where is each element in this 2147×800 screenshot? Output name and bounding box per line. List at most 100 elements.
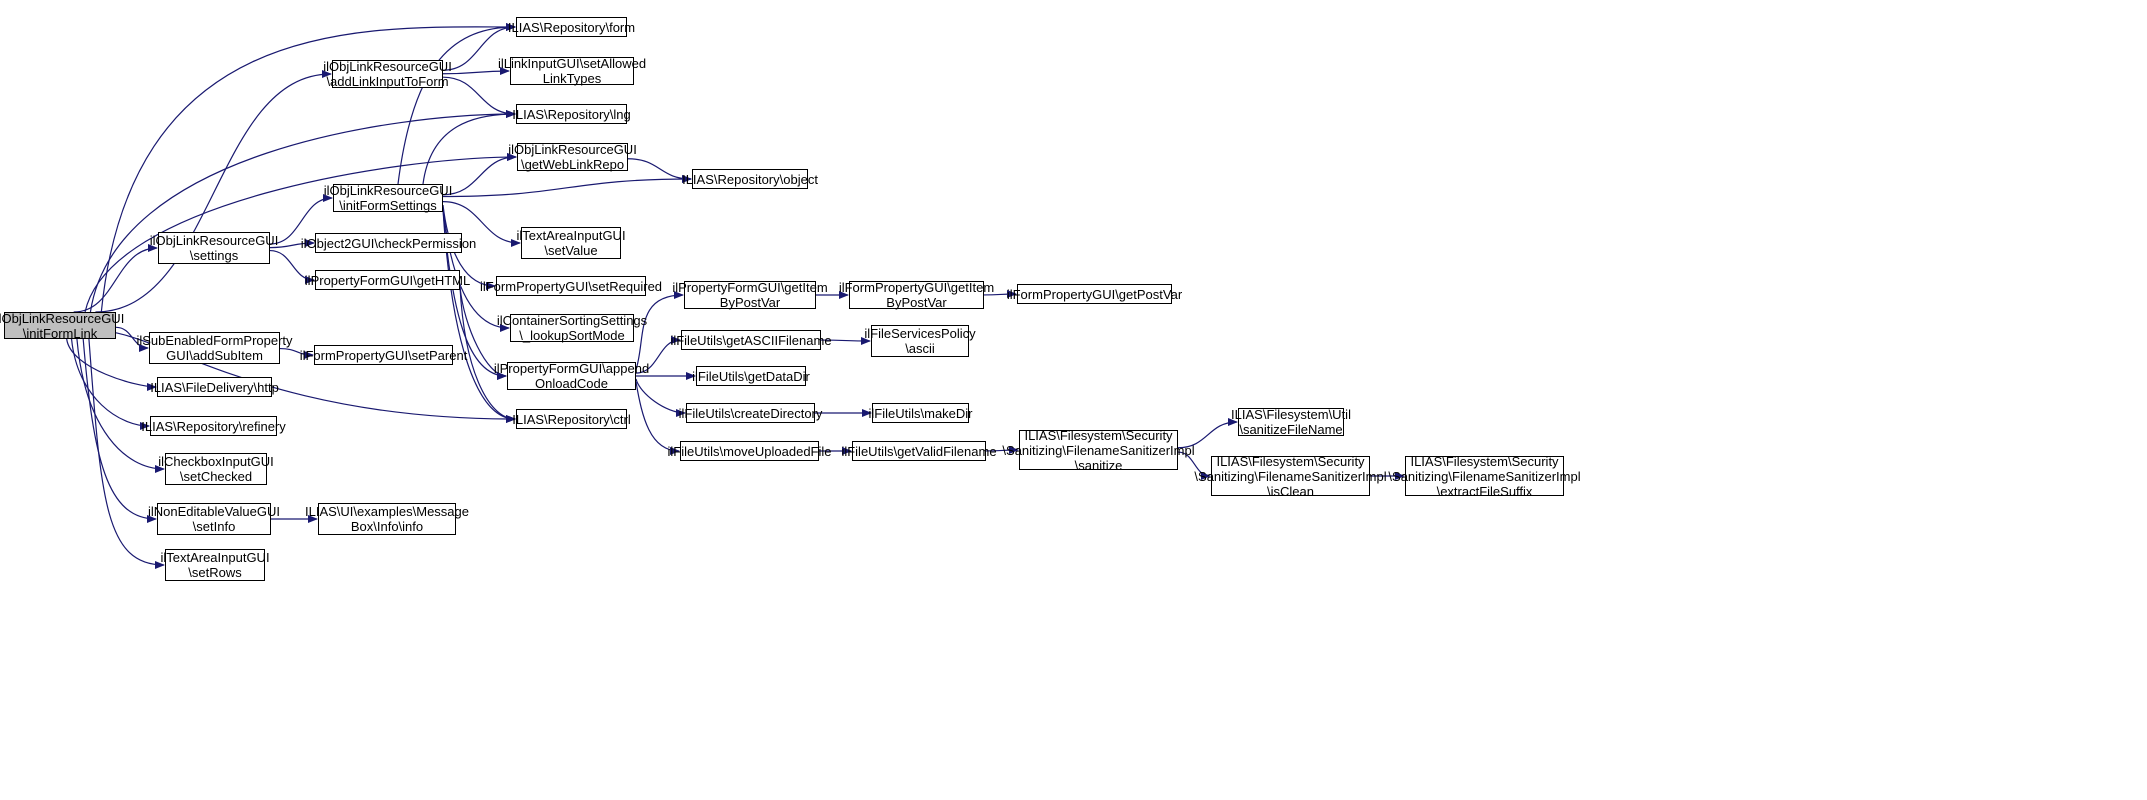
node-label: ilObjLinkResourceGUI\initFormSettings [324, 183, 453, 213]
node-setrequired[interactable]: ilFormPropertyGUI\setRequired [480, 276, 662, 296]
node-label-line: \sanitize [1074, 457, 1123, 473]
node-moveupload[interactable]: ilFileUtils\moveUploadedFile [668, 441, 832, 461]
edge-sanitize-to-sanitizefn [1177, 418, 1238, 449]
node-noneditable[interactable]: ilNonEditableValueGUI\setInfo [148, 503, 280, 535]
node-label: ilObjLinkResourceGUI\getWebLinkRepo [508, 142, 637, 172]
node-label: ilTextAreaInputGUI\setValue [516, 228, 625, 258]
node-label: ILIAS\Repository\object [682, 172, 818, 187]
node-label-line: ilCheckboxInputGUI [158, 454, 274, 469]
node-checkbox[interactable]: ilCheckboxInputGUI\setChecked [158, 453, 274, 485]
edge-addlink-to-setallowed [442, 67, 510, 76]
node-label-line: \initFormSettings [339, 198, 437, 213]
node-label-line: ilPropertyFormGUI\getHTML [304, 272, 471, 288]
node-makedir[interactable]: ilFileUtils\makeDir [869, 403, 973, 423]
node-getascii[interactable]: ilFileUtils\getASCIIFilename [670, 330, 832, 350]
node-addlink[interactable]: ilObjLinkResourceGUI\addLinkInputToForm [323, 59, 452, 89]
edge-sanitize-to-isclean [1177, 451, 1211, 480]
edge-settings-to-gethtml [269, 249, 315, 284]
node-label: ilFileUtils\moveUploadedFile [668, 444, 832, 459]
node-label: ilFormPropertyGUI\setRequired [480, 279, 662, 294]
node-label: ILIAS\Repository\refinery [141, 419, 286, 434]
node-textrows[interactable]: ilTextAreaInputGUI\setRows [160, 549, 270, 581]
node-label-line: OnloadCode [535, 376, 608, 391]
node-label-line: \isClean [1267, 483, 1314, 499]
node-sanitize[interactable]: ILIAS\Filesystem\Security\Sanitizing\Fil… [1002, 428, 1194, 473]
edge-initform-to-ctrl [442, 208, 516, 423]
node-label-line: ilObjLinkResourceGUI [323, 59, 452, 74]
node-label-line: ilPropertyFormGUI\getItem [672, 280, 828, 295]
edge-fpgetitem-to-getpostvar [983, 290, 1017, 299]
node-refinery[interactable]: ILIAS\Repository\refinery [141, 416, 286, 436]
node-label-line: \setChecked [179, 469, 253, 484]
node-getweblink[interactable]: ilObjLinkResourceGUI\getWebLinkRepo [508, 142, 637, 172]
node-getpostvar[interactable]: ilFormPropertyGUI\getPostVar [1007, 284, 1182, 304]
edge-initform-to-setrequired [442, 204, 496, 290]
node-initform[interactable]: ilObjLinkResourceGUI\initFormSettings [324, 183, 453, 213]
node-root[interactable]: ilObjLinkResourceGUI\initFormLink [0, 311, 124, 341]
node-lng[interactable]: ILIAS\Repository\lng [512, 104, 631, 124]
node-gethtml[interactable]: ilPropertyFormGUI\getHTML [305, 270, 470, 290]
node-label-line: LinkTypes [542, 71, 602, 86]
edge-getweblink-to-object [627, 158, 692, 183]
node-setparent[interactable]: ilFormPropertyGUI\setParent [300, 345, 467, 365]
node-getdatadir[interactable]: ilFileUtils\getDataDir [692, 366, 810, 386]
node-label: ILIAS\Filesystem\Security\Sanitizing\Fil… [1194, 454, 1386, 499]
node-label-line: ilFileUtils\getValidFilename [841, 443, 997, 459]
node-object[interactable]: ILIAS\Repository\object [682, 169, 818, 189]
edge-appendonload-to-getascii [635, 336, 681, 374]
node-lookupsort[interactable]: ilContainerSortingSettings\_lookupSortMo… [497, 313, 647, 343]
node-label-line: \getWebLinkRepo [520, 157, 625, 172]
edge-root-to-refinery [70, 338, 150, 430]
node-label-line: ilFormPropertyGUI\setRequired [479, 278, 663, 294]
edge-initform-to-object [442, 175, 692, 198]
edge-appendonload-to-createdir [635, 378, 686, 417]
edge-gethtml-to-ctrl [459, 286, 516, 423]
node-getvalidfn[interactable]: ilFileUtils\getValidFilename [841, 441, 997, 461]
node-label-line: \setValue [544, 243, 598, 258]
node-settings[interactable]: ilObjLinkResourceGUI\settings [150, 232, 278, 264]
edge-gethtml-to-appendonload [459, 286, 507, 380]
node-label-line: \settings [189, 248, 239, 263]
node-checkperm[interactable]: ilObject2GUI\checkPermission [301, 233, 476, 253]
node-label-line: ilObject2GUI\checkPermission [300, 235, 477, 251]
node-label-line: ByPostVar [886, 295, 947, 310]
node-setvalue[interactable]: ilTextAreaInputGUI\setValue [516, 227, 626, 259]
node-ctrl[interactable]: ILIAS\Repository\ctrl [512, 409, 631, 429]
node-label-line: \extractFileSuffix [1436, 483, 1533, 499]
node-label: ilObjLinkResourceGUI\addLinkInputToForm [323, 59, 452, 89]
edge-settings-to-checkperm [269, 239, 315, 249]
node-label: ilFileUtils\getValidFilename [841, 444, 996, 459]
node-ascii[interactable]: ilFileServicesPolicy\ascii [864, 325, 976, 357]
node-label: ilFileUtils\createDirectory [679, 406, 823, 421]
node-label-line: ilContainerSortingSettings [496, 313, 648, 328]
node-label-line: ILIAS\Filesystem\Security [1024, 427, 1173, 443]
node-http[interactable]: ILIAS\FileDelivery\http [150, 377, 279, 397]
node-extractsuffix[interactable]: ILIAS\Filesystem\Security\Sanitizing\Fil… [1388, 454, 1580, 499]
node-label: ILIAS\Repository\form [508, 20, 635, 35]
node-label-line: \initFormLink [22, 325, 98, 341]
node-form[interactable]: ILIAS\Repository\form [508, 17, 635, 37]
node-label-line: ILIAS\Filesystem\Util [1231, 407, 1351, 422]
node-label: ilCheckboxInputGUI\setChecked [158, 454, 274, 484]
node-label-line: ilNonEditableValueGUI [148, 504, 280, 519]
node-label: ILIAS\Filesystem\Security\Sanitizing\Fil… [1002, 428, 1194, 473]
node-label-line: ILIAS\Repository\refinery [141, 418, 286, 434]
node-sanitizefn[interactable]: ILIAS\Filesystem\Util\sanitizeFileName [1231, 407, 1351, 437]
node-label-line: Box\Info\info [350, 519, 424, 534]
node-label-line: GUI\addSubItem [166, 348, 263, 363]
node-label: ilContainerSortingSettings\_lookupSortMo… [497, 313, 647, 343]
node-label-line: ilFileUtils\getASCIIFilename [670, 332, 832, 348]
node-label: ilPropertyFormGUI\getHTML [305, 273, 470, 288]
node-isclean[interactable]: ILIAS\Filesystem\Security\Sanitizing\Fil… [1194, 454, 1386, 499]
node-label-line: ilFileUtils\makeDir [868, 405, 973, 421]
node-createdir[interactable]: ilFileUtils\createDirectory [679, 403, 822, 423]
